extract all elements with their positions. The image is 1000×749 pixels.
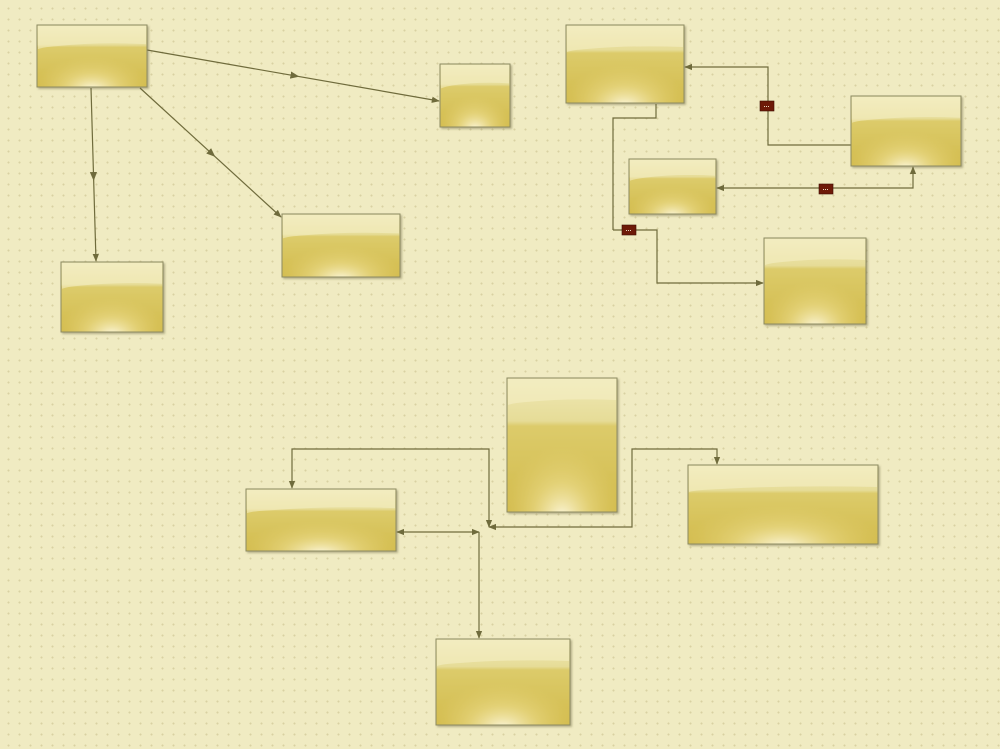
node-highlight-9 [508,379,616,405]
diagram-node-3[interactable] [60,261,164,333]
edge-connector-9[interactable] [488,448,721,531]
node-highlight-12 [437,640,569,666]
edge-connector-7[interactable] [613,229,764,287]
diagram-node-6[interactable] [850,95,962,167]
node-highlight-4 [283,215,399,239]
diagram-node-9[interactable] [506,377,618,513]
node-highlight-5 [567,26,683,52]
node-highlight-1 [38,26,146,50]
diagram-node-1[interactable] [36,24,148,88]
node-highlight-10 [247,490,395,514]
node-highlight-11 [689,466,877,492]
node-layer [36,24,962,726]
diagram-node-11[interactable] [687,464,879,545]
diagram-node-12[interactable] [435,638,571,726]
edge-connector-3[interactable] [139,87,282,218]
edge-connector-2[interactable] [90,87,99,262]
node-highlight-3 [62,263,162,289]
diagram-node-4[interactable] [281,213,401,278]
diagram-node-10[interactable] [245,488,397,552]
edge-connector-5[interactable] [716,166,917,192]
badge-layer [621,100,834,236]
edge-connector-6[interactable] [612,104,657,230]
diagram-node-2[interactable] [439,63,511,128]
edge-layer [89,49,917,639]
diagram-node-7[interactable] [628,158,717,215]
node-highlight-2 [441,65,509,89]
node-highlight-8 [765,239,865,265]
node-highlight-7 [630,160,715,181]
edge-connector-1[interactable] [146,49,440,103]
node-highlight-6 [852,97,960,123]
diagram-node-8[interactable] [763,237,867,325]
diagram-node-5[interactable] [565,24,685,104]
